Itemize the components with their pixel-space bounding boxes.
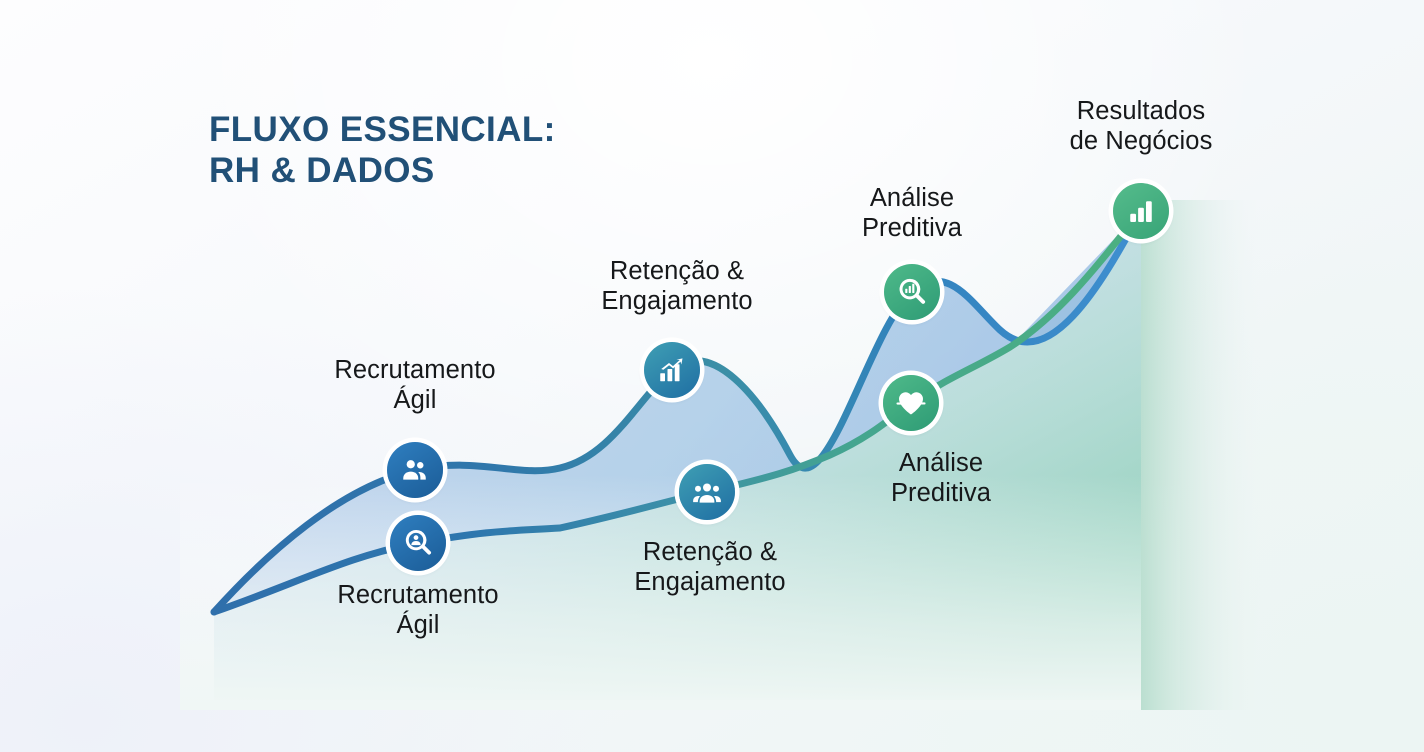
node-icon-bar-chart-arrow[interactable] <box>644 342 700 398</box>
bars-icon <box>1126 196 1156 226</box>
users-icon <box>400 455 430 485</box>
node-icon-chart-search[interactable] <box>884 264 940 320</box>
person-search-icon <box>403 528 433 558</box>
page-title-line-2: RH & DADOS <box>209 151 435 191</box>
node-icon-users[interactable] <box>387 442 443 498</box>
node-icon-heart-pulse[interactable] <box>883 375 939 431</box>
bar-chart-arrow-icon <box>657 355 687 385</box>
node-icon-people-group[interactable] <box>679 464 735 520</box>
heart-pulse-icon <box>896 388 926 418</box>
chart-search-icon <box>897 277 927 307</box>
page-title: FLUXO ESSENCIAL: RH & DADOS <box>209 109 556 192</box>
node-label-analise-preditiva-upper: Análise Preditiva <box>861 184 963 243</box>
node-icon-person-search[interactable] <box>390 515 446 571</box>
node-label-recrutamento-agil-upper: Recrutamento Ágil <box>334 356 496 415</box>
node-icon-bars[interactable] <box>1113 183 1169 239</box>
node-label-resultados-de-negocios: Resultados de Negócios <box>1069 97 1213 156</box>
node-label-recrutamento-agil-lower: Recrutamento Ágil <box>337 581 499 640</box>
page-title-line-1: FLUXO ESSENCIAL: <box>209 110 556 149</box>
right-fade-overlay <box>1141 200 1261 710</box>
node-label-analise-preditiva-lower: Análise Preditiva <box>890 449 992 508</box>
node-label-retencao-engajamento-upper: Retenção & Engajamento <box>601 257 753 316</box>
node-label-retencao-engajamento-lower: Retenção & Engajamento <box>634 538 786 597</box>
people-group-icon <box>692 477 722 507</box>
